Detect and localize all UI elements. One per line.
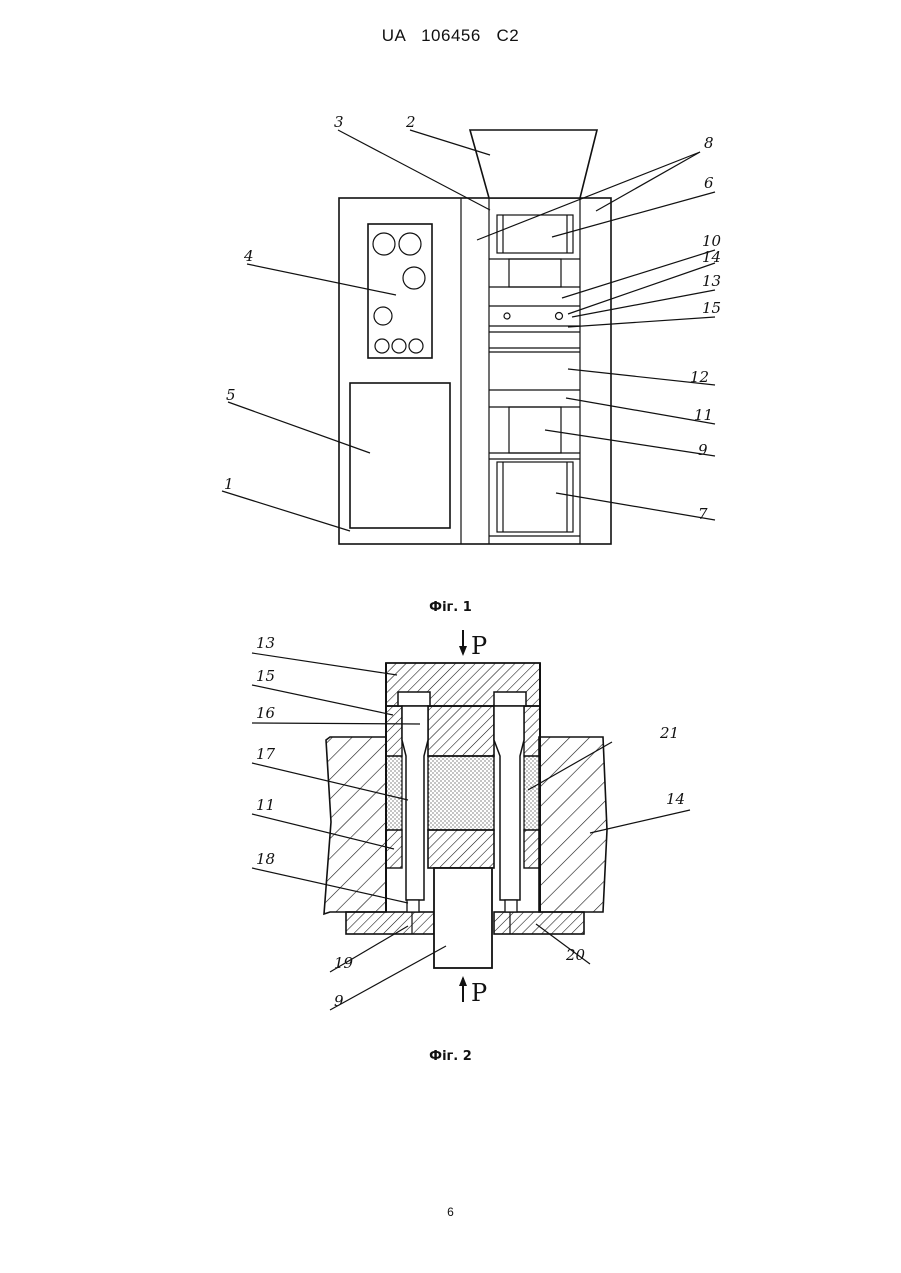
fig2-label-15: 15	[256, 667, 275, 685]
page-number: 6	[0, 1205, 901, 1219]
force-arrow-bottom	[459, 976, 467, 1002]
fig2-label-13: 13	[256, 634, 275, 652]
force-label-bottom: P	[471, 979, 487, 1007]
fig2-label-20: 20	[565, 946, 586, 964]
fig2-label-19: 19	[334, 954, 354, 972]
central-column	[428, 706, 494, 968]
figure-2-caption: Фіг. 2	[0, 1049, 901, 1064]
fig2-label-11: 11	[256, 796, 275, 814]
fig2-label-14: 14	[666, 790, 685, 808]
force-arrow-top	[459, 630, 467, 656]
fig2-label-21: 21	[659, 724, 679, 742]
fig2-label-18: 18	[256, 850, 275, 868]
force-label-top: P	[471, 632, 487, 660]
fig2-label-17: 17	[256, 745, 276, 763]
fig2-label-9: 9	[334, 992, 344, 1010]
fig2-label-16: 16	[256, 704, 276, 722]
top-punch-13	[386, 663, 540, 706]
